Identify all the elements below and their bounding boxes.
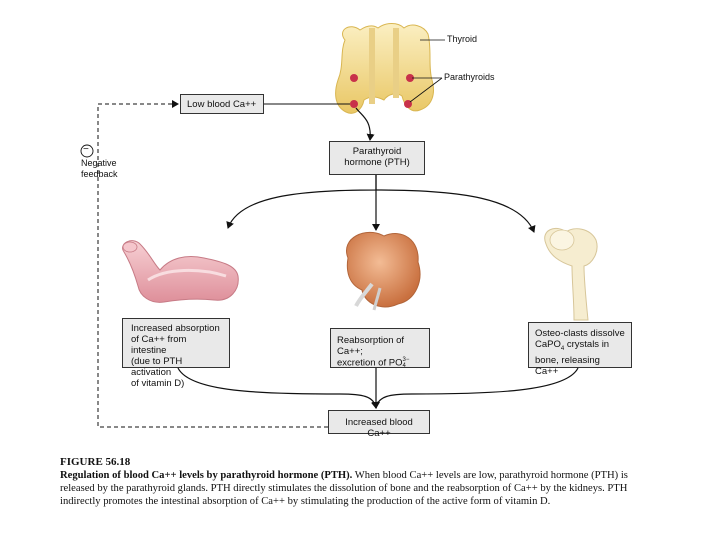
parathyroid-gland	[350, 74, 358, 82]
kidney-effect-line-1: Reabsorption of Ca++;	[337, 335, 405, 357]
thyroid-label: Thyroid	[447, 34, 478, 44]
figure-caption: FIGURE 56.18 Regulation of blood Ca++ le…	[60, 456, 660, 508]
arrow-intestine-to-increased-ca	[177, 367, 379, 409]
increased-blood-calcium-box: Increased blood Ca++	[328, 410, 430, 439]
figure-number: FIGURE 56.18	[60, 456, 131, 468]
negative-feedback-sign	[80, 144, 94, 158]
arrow-pth-to-intestine	[226, 175, 377, 229]
parathyroid-glands	[350, 74, 414, 108]
intestine-illustration	[122, 240, 239, 303]
thyroid-gland-illustration	[335, 23, 434, 114]
negative-feedback-loop	[97, 100, 328, 428]
intestine-effect-box: Increased absorption of Ca++ from intest…	[122, 318, 230, 389]
bone-illustration	[544, 228, 598, 321]
parathyroids-leader-line	[409, 77, 443, 103]
bone-effect-line-2: CaPO4 crystals in	[535, 339, 610, 352]
caption-text: Regulation of blood Ca++ levels by parat…	[60, 469, 660, 508]
kidney-illustration	[346, 231, 421, 311]
caption-body: When blood Ca++ levels are low, parathyr…	[60, 470, 628, 507]
parathyroid-gland	[406, 74, 414, 82]
caption-title: Regulation of blood Ca++ levels by parat…	[60, 470, 353, 481]
parathyroids-label: Parathyroids	[444, 72, 495, 82]
bone-effect-line-1: Osteo-clasts dissolve	[535, 328, 625, 339]
negative-feedback-sign-text: −	[83, 144, 89, 155]
arrow-pth-to-bone	[375, 189, 536, 233]
bone-effect-line-3: bone, releasing Ca++	[535, 354, 600, 377]
low-blood-calcium-box: Low blood Ca++	[180, 94, 264, 114]
pth-box: Parathyroid hormone (PTH)	[329, 141, 425, 175]
arrow-parathyroid-to-pth	[355, 107, 375, 141]
parathyroid-gland	[350, 100, 358, 108]
arrow-bone-to-increased-ca	[375, 367, 579, 409]
bone-effect-box: Osteo-clasts dissolve CaPO4 crystals in …	[528, 322, 632, 377]
negative-feedback-label: Negative feedback	[81, 158, 118, 179]
